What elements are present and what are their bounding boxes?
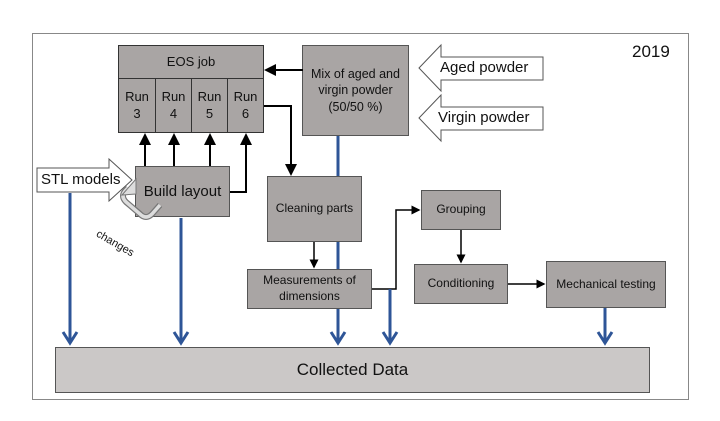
run-4-cell: Run 4 [155, 78, 192, 133]
virgin-powder-arrow [418, 93, 544, 143]
measurements-box: Measurements of dimensions [247, 269, 372, 309]
stl-models-arrow [36, 157, 133, 203]
year-label: 2019 [632, 42, 670, 61]
collected-data-box: Collected Data [55, 347, 650, 393]
aged-powder-arrow [418, 43, 544, 93]
mix-powder-box: Mix of aged and virgin powder (50/50 %) [302, 45, 409, 136]
build-layout-box: Build layout [135, 166, 230, 217]
run-6-cell: Run 6 [227, 78, 264, 133]
conditioning-box: Conditioning [414, 264, 508, 304]
run-5-cell: Run 5 [191, 78, 228, 133]
virgin-powder-label: Virgin powder [438, 109, 530, 126]
grouping-box: Grouping [421, 190, 501, 230]
cleaning-parts-box: Cleaning parts [267, 176, 362, 242]
stl-models-label: STL models [41, 171, 121, 188]
mechanical-testing-box: Mechanical testing [546, 261, 666, 308]
changes-arrowhead [120, 177, 137, 196]
aged-powder-label: Aged powder [440, 59, 529, 76]
run-3-cell: Run 3 [118, 78, 156, 133]
